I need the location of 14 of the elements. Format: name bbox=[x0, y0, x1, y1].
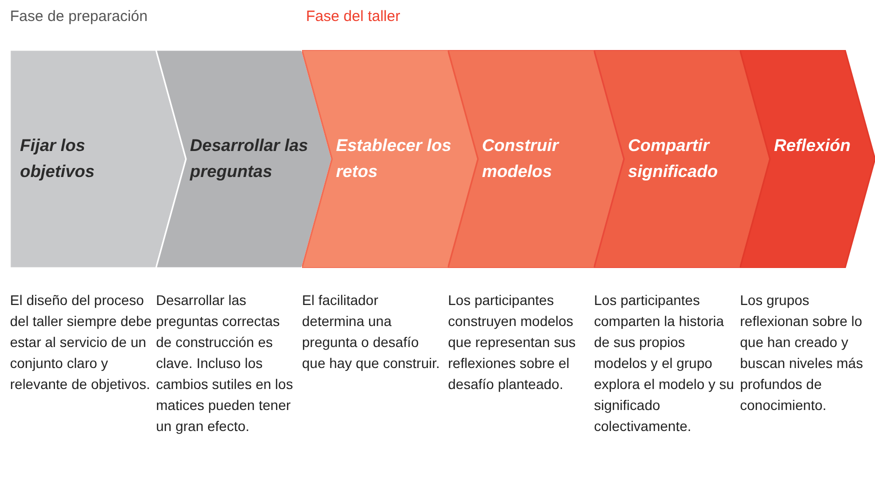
phase-label: Fase del taller bbox=[306, 7, 400, 27]
step-heading: Fijar los objetivos bbox=[20, 135, 96, 183]
step-description: El diseño del proceso del taller siempre debe estar al servicio de un conjunto claro y relevante de objetivos. bbox=[10, 291, 152, 394]
step-heading: Construir modelos bbox=[482, 135, 560, 183]
step-description: Los grupos reflexionan sobre lo que han creado y buscan niveles más profundos de conocimiento. bbox=[740, 291, 864, 415]
phase-label: Fase de preparación bbox=[10, 7, 148, 27]
step-heading: Desarrollar las preguntas bbox=[190, 135, 310, 183]
step-description: Los participantes construyen modelos que representan sus reflexiones sobre el desafío planteado. bbox=[448, 291, 577, 394]
step-heading: Reflexión bbox=[774, 135, 852, 157]
step-heading: Compartir significado bbox=[628, 135, 719, 183]
step-description: Desarrollar las preguntas correctas de construcción es clave. Incluso los cambios sutiles en los matices pueden tener un gran efecto. bbox=[156, 291, 294, 436]
step-description: Los participantes comparten la historia de sus propios modelos y el grupo explora el modelo y su significado colectivamente. bbox=[594, 291, 736, 436]
step-heading: Establecer los retos bbox=[336, 135, 452, 183]
step-description: El facilitador determina una pregunta o desafío que hay que construir. bbox=[302, 291, 441, 373]
